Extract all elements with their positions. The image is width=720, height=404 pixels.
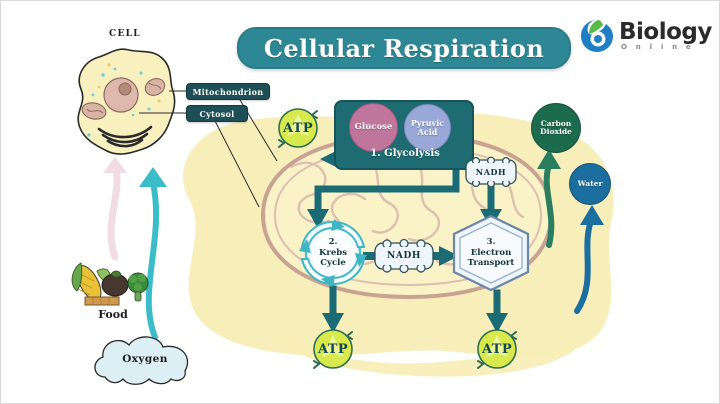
logo-wordmark: Biology <box>619 19 712 45</box>
biology-online-leaf-b-icon <box>581 20 613 52</box>
etc-step-number: 3. <box>486 237 496 248</box>
food-label: Food <box>98 308 128 321</box>
krebs-cycle-arrows-icon <box>299 219 367 287</box>
atp-label: ATP <box>481 341 513 357</box>
water-output-arrow <box>574 205 604 314</box>
krebs-cycle-node: 2. Krebs Cycle <box>297 217 369 289</box>
oxygen-label: Oxygen <box>122 353 168 365</box>
krebs-label-line2: Cycle <box>320 258 346 269</box>
carbon-dioxide-label-line1: Carbon <box>540 119 572 129</box>
oxygen-cloud-icon <box>94 336 189 385</box>
krebs-label-line1: Krebs <box>318 247 347 258</box>
atp-burst-icon <box>278 108 318 148</box>
food-vegetables-icon <box>71 262 149 306</box>
callout-mitochondrion-label: Mitochondrion <box>192 86 264 97</box>
callout-cytosol-label: Cytosol <box>199 108 235 119</box>
nadh-label: NADH <box>475 167 507 177</box>
food-input-arrow <box>103 157 127 261</box>
krebs-step-number: 2. <box>328 237 338 248</box>
cell-heading: CELL <box>109 29 141 39</box>
atp-node-electron-transport: ATP <box>475 327 519 371</box>
glycolysis-step-label: 1. Glycolysis <box>370 148 440 159</box>
atp-label: ATP <box>282 120 314 136</box>
callout-mitochondrion: Mitochondrion <box>186 83 270 100</box>
logo-subtitle: O n l i n e <box>621 43 694 51</box>
etc-label-line2: Transport <box>467 258 515 269</box>
water-node: Water <box>569 163 611 205</box>
nadh-cloud-icon <box>465 156 517 188</box>
cell-illustration <box>77 48 176 155</box>
nadh-node-glycolysis: NADH <box>463 156 519 188</box>
carbon-dioxide-label-line2: Dioxide <box>540 127 572 136</box>
electron-transport-hexagon-icon <box>452 214 530 292</box>
atp-node-krebs: ATP <box>311 327 355 371</box>
atp-burst-icon <box>477 329 517 369</box>
atp-node-glycolysis: ATP <box>276 106 320 150</box>
atp-label: ATP <box>317 341 349 357</box>
water-label: Water <box>577 179 603 189</box>
pyruvic-acid-label-line1: Pyruvic <box>410 118 445 129</box>
brand-logo[interactable]: Biology O n l i n e <box>579 15 712 57</box>
callout-cytosol: Cytosol <box>186 105 248 122</box>
glucose-label: Glucose <box>354 122 393 133</box>
electron-transport-node: 3. Electron Transport <box>449 213 533 293</box>
oxygen-input-arrow <box>139 167 167 340</box>
atp-burst-icon <box>313 329 353 369</box>
nadh-node-krebs: NADH <box>372 238 436 274</box>
page-title: Cellular Respiration <box>237 27 571 69</box>
glucose-node: Glucose <box>349 103 398 152</box>
nadh-cloud-icon <box>374 238 434 274</box>
pyruvic-acid-label-line2: Acid <box>417 126 438 137</box>
nadh-label: NADH <box>387 251 421 261</box>
page-title-text: Cellular Respiration <box>263 33 545 63</box>
etc-label-line1: Electron <box>470 247 512 258</box>
krebs-to-etc-arrows <box>363 246 459 266</box>
carbon-dioxide-output-arrow <box>537 149 561 248</box>
